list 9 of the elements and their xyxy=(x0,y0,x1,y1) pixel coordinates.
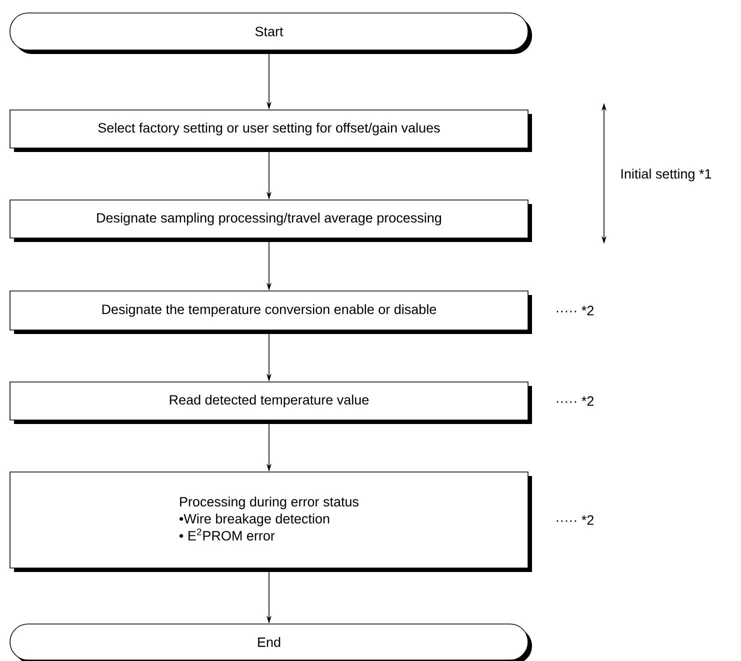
footnote-reference: ····· *2 xyxy=(556,515,594,525)
process-box: Designate sampling processing/travel average processing xyxy=(10,200,532,242)
footnote-reference: ····· *2 xyxy=(556,396,594,406)
process-box: Processing during error status •Wire breakage detection • E$^{2}$PROM error xyxy=(10,472,532,572)
process-box: Read detected temperature value xyxy=(10,382,532,424)
process-box: Designate the temperature conversion enable or disable xyxy=(10,290,532,334)
process-box: Select factory setting or user setting for offset/gain values xyxy=(10,110,532,152)
bracket-label: Initial setting *1 xyxy=(621,168,712,182)
footnote-reference: ····· *2 xyxy=(556,306,594,316)
